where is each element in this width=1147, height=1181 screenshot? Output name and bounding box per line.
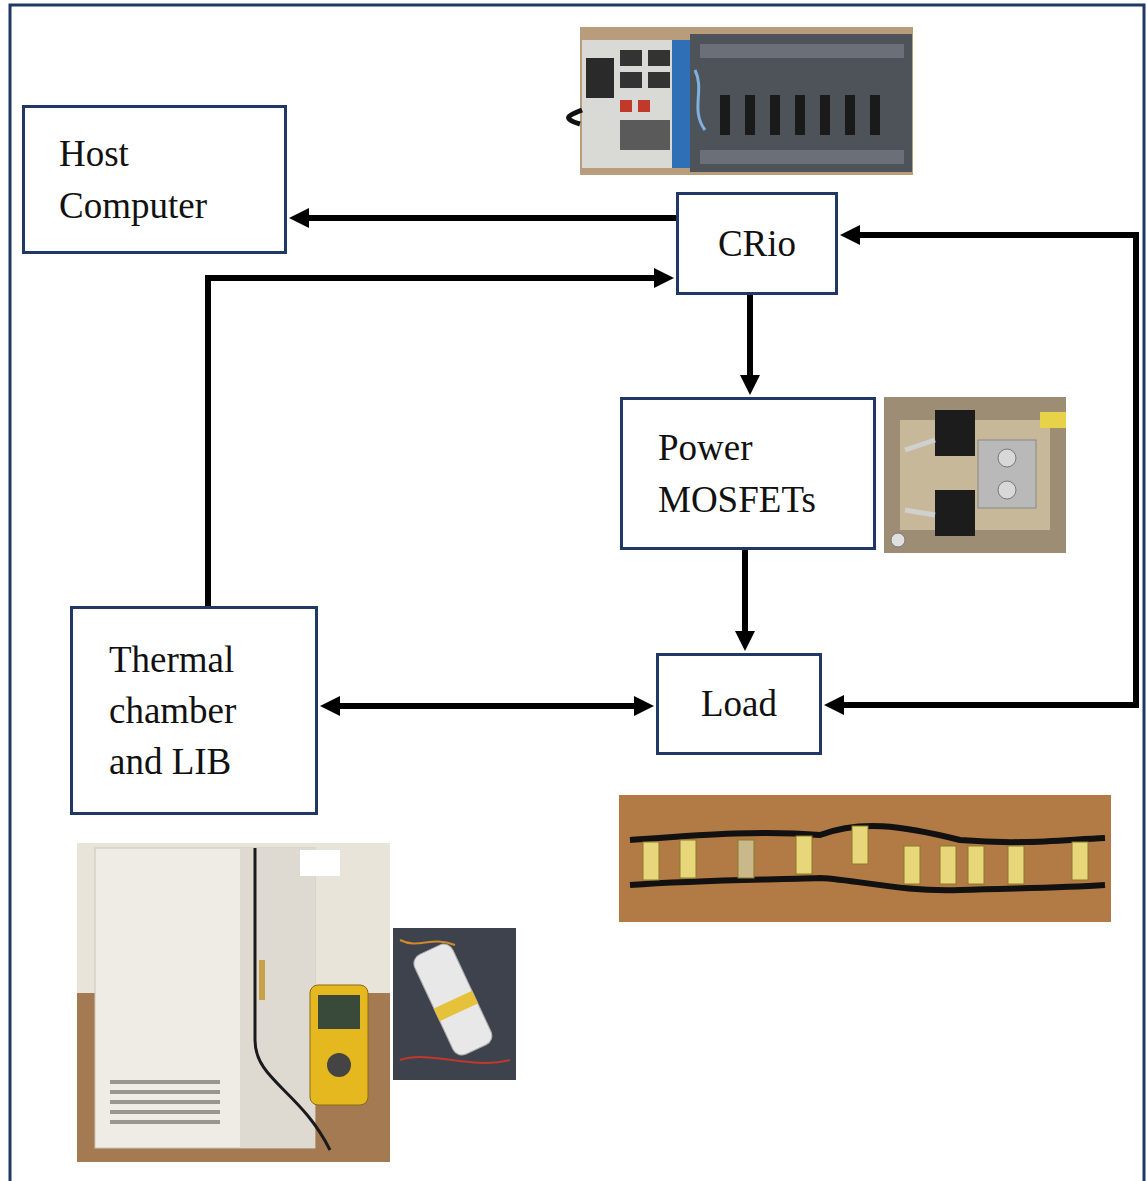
photo-background [619, 795, 1111, 922]
lead-wire [905, 440, 935, 450]
photo-background [884, 397, 1066, 553]
connector-arrow [747, 295, 753, 375]
node-label: CRio [718, 218, 796, 269]
chassis-body [690, 34, 912, 172]
chassis-slot [845, 95, 855, 135]
photo-background [393, 928, 516, 1080]
controller-body [582, 40, 690, 168]
connector-arrow [844, 235, 1136, 705]
node-label: Thermal chamber and LIB [109, 634, 289, 787]
controller-led [620, 100, 632, 112]
lead-wire [905, 510, 935, 515]
vent-slot [110, 1080, 220, 1084]
mosfet-photo [884, 397, 1066, 553]
resistor-row [643, 826, 1088, 884]
tape-band [434, 991, 478, 1021]
chamber-vents [110, 1080, 220, 1124]
controller-port [620, 50, 642, 66]
bus-wire [630, 878, 1105, 890]
paper-tag [300, 850, 340, 876]
connector-arrow [742, 550, 748, 631]
chassis-slot [820, 95, 830, 135]
vent-slot [110, 1090, 220, 1094]
chassis-slot [720, 95, 730, 135]
resistor-load-photo [619, 795, 1111, 922]
cell-body [411, 941, 496, 1058]
resistor-symbol [940, 846, 956, 884]
resistor-symbol [680, 840, 696, 878]
resistor-symbol [904, 846, 920, 884]
lead-wire [400, 1057, 510, 1063]
vent-slot [110, 1100, 220, 1104]
cable [695, 70, 705, 130]
controller-port [648, 50, 670, 66]
multimeter-dial [327, 1053, 351, 1077]
controller-port [620, 72, 642, 88]
controller-connector [620, 120, 670, 150]
process-box: Host Computer [22, 105, 287, 254]
process-box: Power MOSFETs [620, 397, 876, 550]
crio-photo [569, 27, 913, 175]
process-box: Load [656, 653, 822, 755]
vent-slot [110, 1120, 220, 1124]
vent-slot [110, 1110, 220, 1114]
chassis-slot [795, 95, 805, 135]
multimeter [310, 985, 368, 1105]
connector-arrow [309, 215, 676, 221]
mosfet-package [935, 410, 975, 456]
cable [569, 110, 582, 124]
resistor-symbol [1008, 846, 1024, 884]
process-box: Thermal chamber and LIB [70, 606, 318, 815]
battery-cell [411, 941, 496, 1058]
controller-port [648, 72, 670, 88]
frame-border [10, 5, 1144, 1181]
resistor-symbol [643, 842, 659, 880]
screw [891, 533, 905, 547]
node-label: Power MOSFETs [658, 422, 848, 524]
connector-arrow [340, 703, 634, 709]
node-label: Host Computer [59, 128, 259, 230]
floor [77, 843, 390, 1162]
photo-background [580, 27, 913, 175]
battery-photo [393, 928, 516, 1080]
chassis-rail [700, 150, 904, 164]
multimeter-screen [318, 995, 360, 1029]
resistor-symbol [738, 840, 754, 878]
chassis-slot [745, 95, 755, 135]
resistor-symbol [968, 846, 984, 884]
screw [998, 481, 1016, 499]
resistor-symbol [852, 826, 868, 864]
resistor-symbol [1072, 842, 1088, 880]
chassis-rail [700, 44, 904, 58]
controller-box: CRio [676, 192, 838, 295]
cable-port [259, 960, 265, 1000]
controller-port [586, 58, 614, 98]
controller-trim [672, 40, 690, 168]
chamber-side [240, 848, 315, 1148]
wire-end [1040, 412, 1066, 428]
connector-arrow [208, 278, 654, 606]
lead-wire [400, 940, 455, 945]
mosfet-package [935, 490, 975, 536]
thermal-chamber-photo [77, 843, 390, 1162]
chassis-slot [870, 95, 880, 135]
heat-block [978, 440, 1036, 508]
node-label: Load [701, 678, 777, 729]
controller-led [638, 100, 650, 112]
resistor-symbol [796, 836, 812, 874]
chassis-slot [770, 95, 780, 135]
chamber-body [95, 848, 315, 1148]
screw [998, 449, 1016, 467]
